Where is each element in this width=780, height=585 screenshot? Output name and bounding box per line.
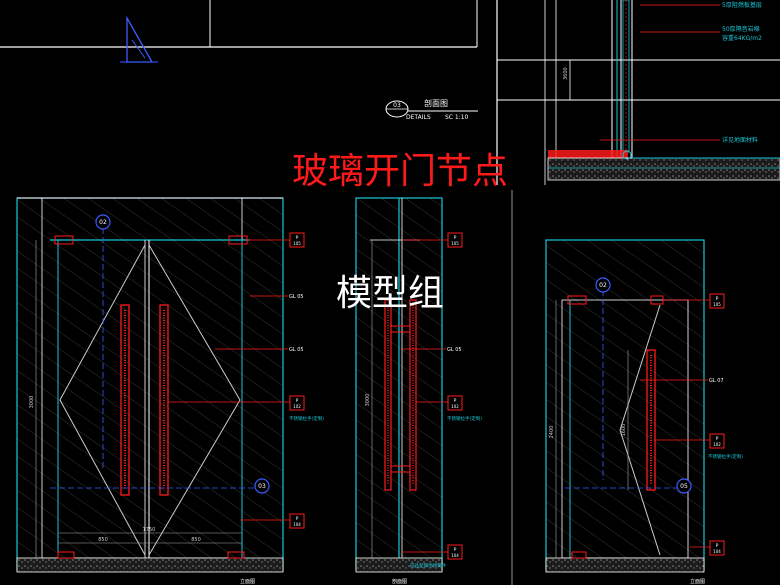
svg-text:105: 105 bbox=[713, 302, 721, 307]
callout-02-right: 02 bbox=[599, 282, 607, 289]
watermark: 模型组 bbox=[336, 273, 444, 314]
svg-text:P: P bbox=[296, 235, 299, 241]
section-name: 剖面图 bbox=[424, 98, 448, 108]
svg-text:P: P bbox=[296, 398, 299, 404]
handle-note-right: 不锈钢拉手(定制) bbox=[708, 453, 743, 460]
section-detail: 3600 5厚阻燃板基层 50厚隔音岩棉 容重64KG/m2 详见地面材料 bbox=[496, 0, 780, 185]
dim-3600: 3600 bbox=[563, 67, 569, 80]
dim-height-mid: 3000 bbox=[365, 394, 371, 407]
svg-text:P: P bbox=[716, 543, 719, 549]
svg-text:P: P bbox=[296, 516, 299, 522]
tag-gl05-a: GL 05 bbox=[289, 294, 304, 300]
section-sub: DETAILS bbox=[406, 114, 431, 121]
handle-note-mid: 不锈钢拉手(定制) bbox=[447, 415, 482, 422]
callout-05-right: 05 bbox=[680, 483, 688, 490]
section-number: 03 bbox=[393, 102, 401, 109]
svg-text:102: 102 bbox=[451, 404, 459, 409]
tag-gl05-mid: GL 05 bbox=[447, 347, 462, 353]
drawing-title: 玻璃开门节点 bbox=[292, 151, 508, 192]
annotation-floor: 详见地面材料 bbox=[722, 136, 758, 144]
svg-text:P: P bbox=[716, 296, 719, 302]
callout-03-left: 03 bbox=[258, 483, 266, 490]
dim-leaf-right: 850 bbox=[191, 537, 201, 543]
svg-text:P: P bbox=[454, 235, 457, 241]
svg-text:105: 105 bbox=[451, 241, 459, 246]
floor-note-mid: 成品型钢地弹簧件 bbox=[410, 562, 446, 569]
section-scale: SC 1:10 bbox=[445, 114, 469, 121]
dim-total: 1750 bbox=[143, 527, 156, 533]
tag-gl07-right: GL 07 bbox=[709, 378, 724, 384]
tag-gl05-b: GL 05 bbox=[289, 347, 304, 353]
section-label: 03 剖面图 DETAILS SC 1:10 bbox=[385, 98, 478, 121]
dim-leaf-left: 850 bbox=[98, 537, 108, 543]
svg-text:P: P bbox=[454, 547, 457, 553]
label-left: 立面图 bbox=[240, 578, 255, 585]
svg-text:P: P bbox=[454, 398, 457, 404]
label-right: 立面图 bbox=[690, 578, 705, 585]
label-mid: 剖面图 bbox=[392, 578, 407, 585]
dim-inner-right: 1600 bbox=[621, 424, 627, 437]
annotation-top: 5厚阻燃板基层 bbox=[722, 1, 762, 9]
annotation-insulation-1: 50厚隔音岩棉 bbox=[722, 25, 760, 33]
svg-text:104: 104 bbox=[451, 553, 459, 558]
svg-text:102: 102 bbox=[293, 404, 301, 409]
top-left-fragment bbox=[0, 0, 478, 63]
handle-note-left: 不锈钢拉手(定制) bbox=[289, 415, 324, 422]
callout-02-left: 02 bbox=[99, 219, 107, 226]
dim-height-right: 2400 bbox=[549, 426, 555, 439]
svg-text:104: 104 bbox=[293, 522, 301, 527]
annotation-insulation-2: 容重64KG/m2 bbox=[722, 34, 762, 42]
elevation-mid: 3000 P 105 GL 05 P 102 不锈钢拉手(定制) P 104 成… bbox=[355, 190, 513, 585]
svg-text:104: 104 bbox=[713, 549, 721, 554]
svg-text:102: 102 bbox=[713, 442, 721, 447]
svg-text:105: 105 bbox=[293, 241, 301, 246]
dim-height-left: 3000 bbox=[29, 396, 35, 409]
svg-text:P: P bbox=[716, 436, 719, 442]
elevation-left: 02 03 3000 1750 850 850 P 105 GL 05 GL 0… bbox=[16, 197, 324, 585]
elevation-right: 02 05 2400 1600 P 105 GL 07 P 102 不锈钢拉手(… bbox=[545, 239, 743, 585]
triangle-marker bbox=[126, 15, 154, 63]
